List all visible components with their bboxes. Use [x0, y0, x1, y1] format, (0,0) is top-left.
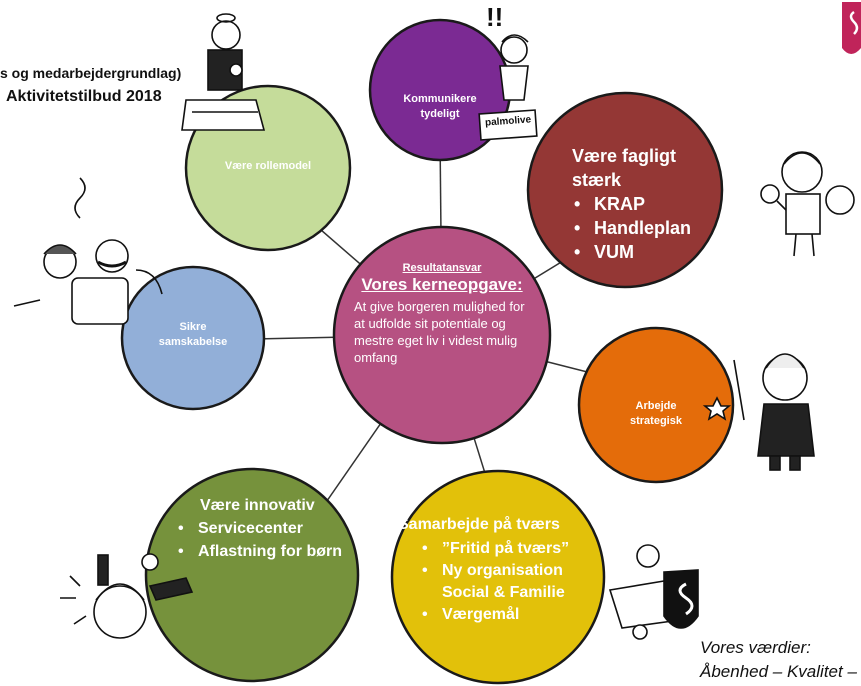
tvaers-item: Ny organisation Social & Familie	[422, 560, 594, 604]
center-body: At give borgeren mulighed for at udfolde…	[354, 299, 525, 365]
wheelbarrow-illustration	[608, 544, 699, 640]
person-lectern-illustration	[181, 13, 266, 131]
node-tvaers: Samarbejde på tværs ”Fritid på tværs” Ny…	[398, 514, 594, 626]
label-strategisk: Arbejde strategisk	[630, 400, 682, 427]
innovativ-title: Være innovativ	[200, 497, 315, 514]
tvaers-item: Værgemål	[422, 604, 594, 626]
innovativ-item: Servicecenter	[178, 517, 356, 540]
label-kommunikere: Kommunikere tydeligt	[403, 93, 477, 120]
values-label: Vores værdier:	[700, 638, 811, 657]
fagligt-item: Handleplan	[574, 216, 722, 240]
gardener-illustration	[702, 353, 815, 471]
circle-strategisk	[577, 326, 735, 484]
cooks-illustration	[13, 177, 163, 325]
municipality-logo	[842, 2, 861, 54]
innovativ-item: Aflastning for børn	[178, 540, 356, 563]
node-innovativ: Være innovativ Servicecenter Aflastning …	[176, 494, 356, 563]
fagligt-item: VUM	[574, 240, 722, 264]
center-node: Resultatansvar Vores kerneopgave: At giv…	[346, 262, 538, 366]
speaker-palmolive-illustration	[478, 34, 538, 141]
node-fagligt: Være fagligt stærk KRAP Handleplan VUM	[572, 144, 722, 264]
magnifier-person-illustration	[760, 151, 855, 257]
inventor-illustration	[60, 553, 194, 639]
tvaers-title: Samarbejde på tværs	[398, 516, 560, 533]
tvaers-item: ”Fritid på tværs”	[422, 538, 594, 560]
fagligt-item: KRAP	[574, 192, 722, 216]
illustration-doodles	[13, 13, 855, 640]
center-kicker: Resultatansvar	[402, 262, 482, 274]
circle-samskabelse	[120, 265, 266, 411]
fagligt-title: Være fagligt stærk	[572, 146, 677, 190]
values-list: Åbenhed – Kvalitet –	[700, 662, 857, 681]
circle-center	[332, 225, 552, 445]
center-title: Vores kerneopgave:	[361, 275, 523, 294]
exclaim-mark: !!	[486, 2, 504, 32]
header-line-1: s og medarbejdergrundlag)	[0, 65, 182, 81]
label-rollemodel: Være rollemodel	[224, 160, 312, 172]
label-samskabelse: Sikre samskabelse	[158, 321, 228, 348]
header-line-2: Aktivitetstilbud 2018	[6, 88, 162, 105]
